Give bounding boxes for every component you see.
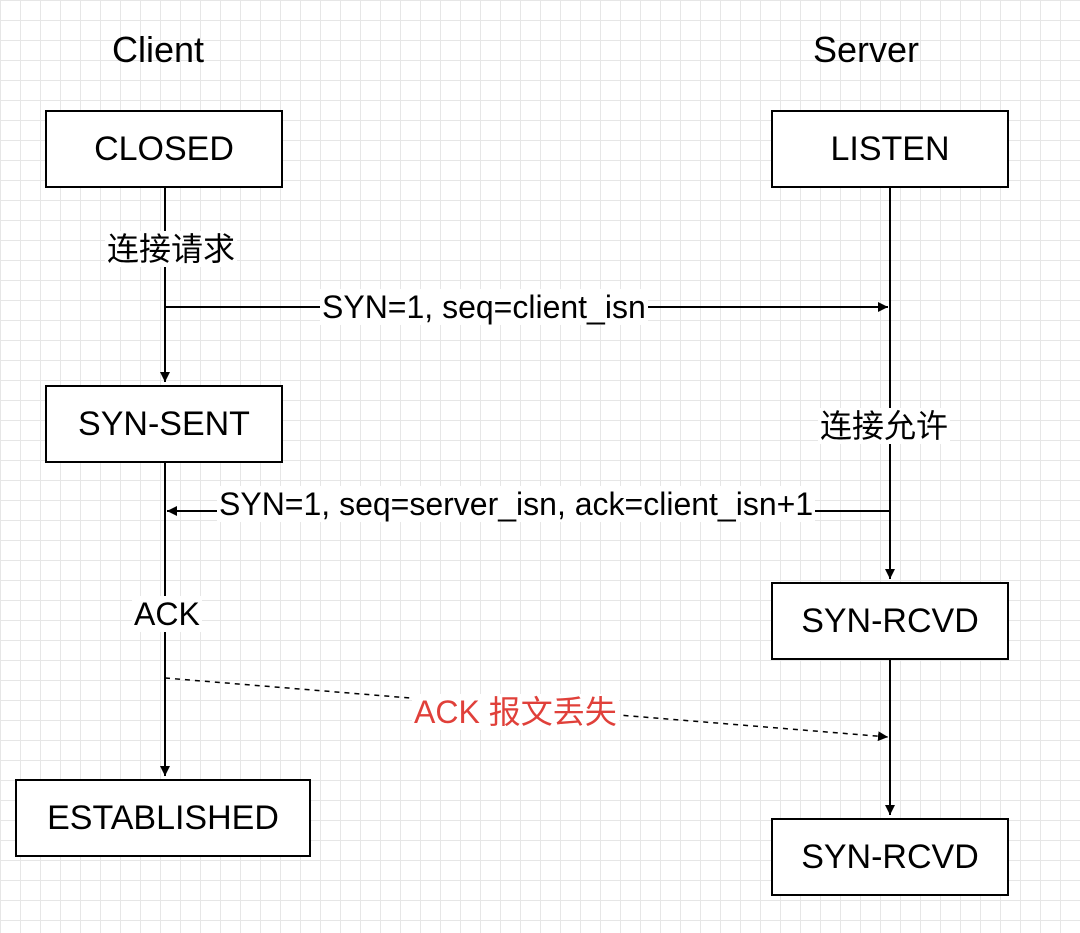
server-header: Server	[813, 29, 920, 70]
state-established: ESTABLISHED	[15, 779, 311, 857]
state-listen: LISTEN	[771, 110, 1009, 188]
connect-request-label: 连接请求	[105, 231, 238, 267]
client-header: Client	[112, 29, 205, 70]
state-syn-rcvd: SYN-RCVD	[771, 582, 1009, 660]
synack-message-label: SYN=1, seq=server_isn, ack=client_isn+1	[217, 486, 816, 522]
ack-lost-label: ACK 报文丢失	[412, 694, 619, 730]
connect-allow-label: 连接允许	[818, 408, 951, 444]
state-syn-rcvd-final: SYN-RCVD	[771, 818, 1009, 896]
state-closed: CLOSED	[45, 110, 283, 188]
syn-message-label: SYN=1, seq=client_isn	[320, 289, 648, 325]
ack-label: ACK	[132, 596, 202, 632]
state-syn-sent: SYN-SENT	[45, 385, 283, 463]
